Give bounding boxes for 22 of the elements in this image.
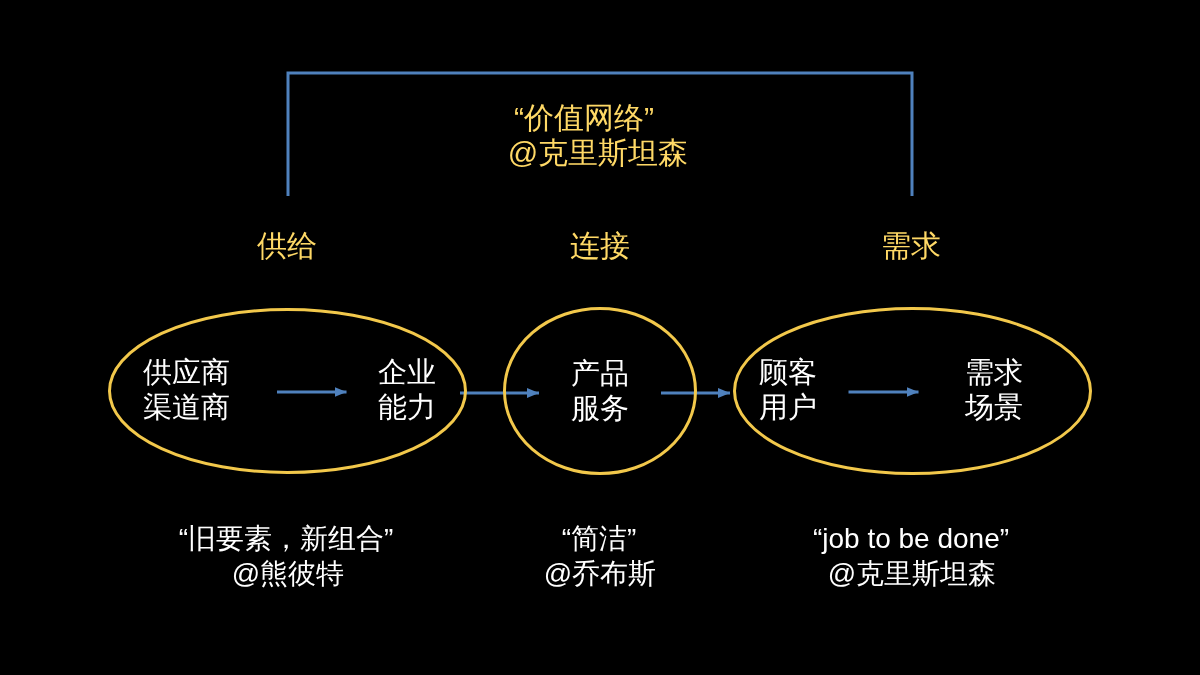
arrow <box>277 387 347 397</box>
arrow <box>460 388 539 398</box>
arrow <box>848 387 919 397</box>
quote-text: “简洁” <box>561 522 637 556</box>
ellipse <box>108 308 467 474</box>
quote-text: “旧要素，新组合” <box>178 522 394 556</box>
section-heading: 连接 <box>570 228 630 264</box>
quote-text: “job to be done” <box>812 522 1010 556</box>
node-text: 企业能力 <box>376 355 438 425</box>
arrow <box>661 388 730 398</box>
node-text: 供应商渠道商 <box>141 355 231 425</box>
process-circle: 产品服务 <box>503 307 697 475</box>
quote-text: “价值网络” <box>514 100 654 136</box>
attribution-text: @熊彼特 <box>231 557 345 591</box>
attribution-text: @克里斯坦森 <box>507 135 689 171</box>
attribution-text: @克里斯坦森 <box>827 557 997 591</box>
node-text: 需求场景 <box>963 355 1025 425</box>
attribution-text: @乔布斯 <box>543 557 657 591</box>
node-text: 顾客用户 <box>757 355 819 425</box>
section-heading: 需求 <box>881 228 941 264</box>
section-heading: 供给 <box>257 228 317 264</box>
ellipse <box>733 307 1092 475</box>
